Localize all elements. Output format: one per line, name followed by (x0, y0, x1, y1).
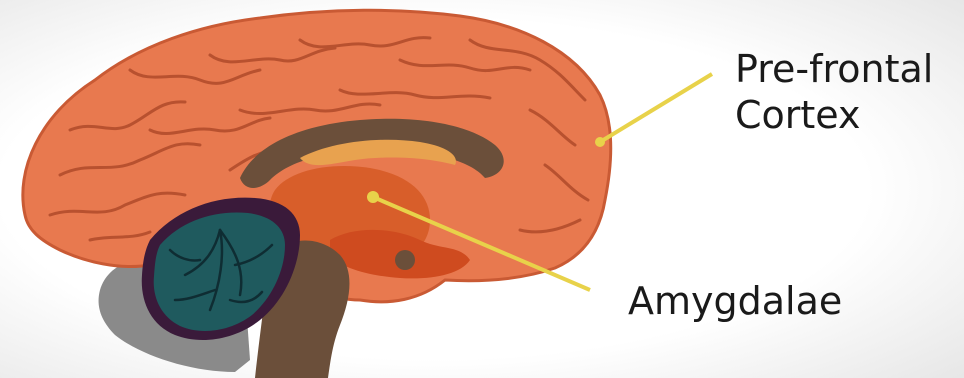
prefrontal-label-line2: Cortex (735, 92, 933, 138)
amygdalae-label: Amygdalae (628, 278, 842, 324)
amygdala-node (395, 250, 415, 270)
prefrontal-label-line1: Pre-frontal (735, 46, 933, 92)
prefrontal-cortex-label: Pre-frontal Cortex (735, 46, 933, 138)
prefrontal-pointer-dot (595, 137, 605, 147)
amygdalae-pointer-dot (367, 191, 379, 203)
